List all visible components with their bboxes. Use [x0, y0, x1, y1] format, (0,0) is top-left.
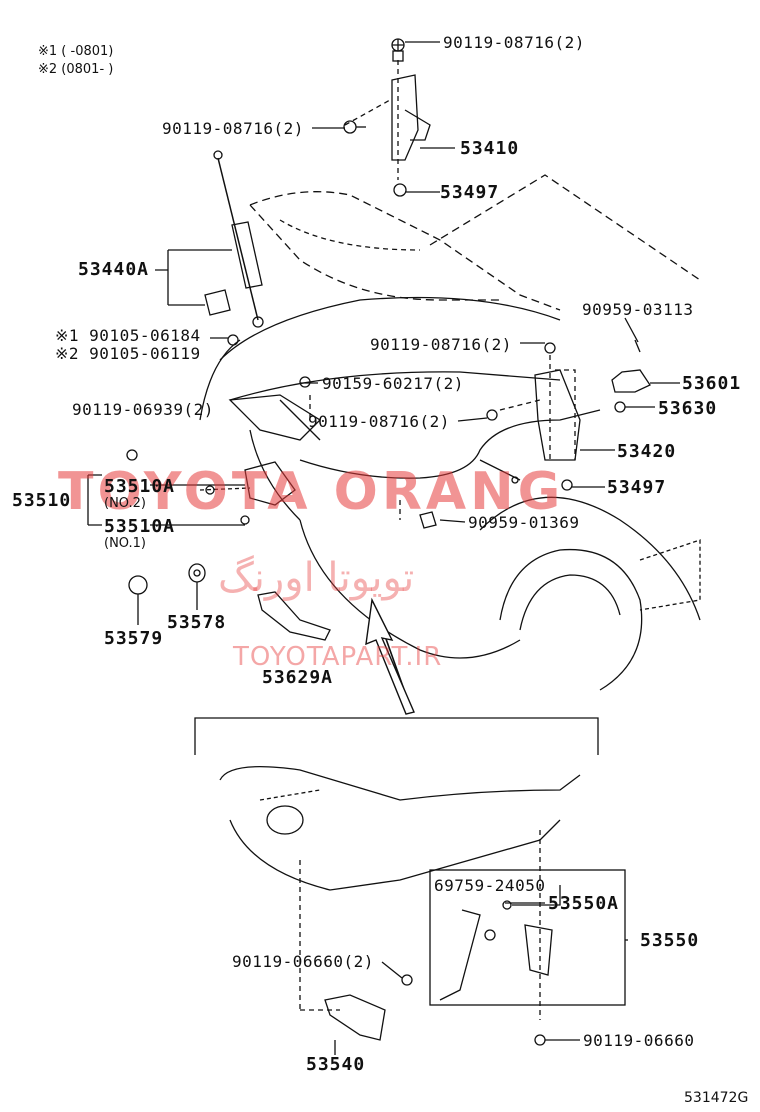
label-53578: 53578	[167, 612, 227, 633]
note-1: ※1 ( -0801)	[38, 44, 114, 59]
label-53497-right: 53497	[607, 477, 667, 498]
label-90105-06119: ※2 90105-06119	[55, 344, 201, 363]
label-69759-24050: 69759-24050	[434, 876, 546, 895]
label-90105-06184: ※1 90105-06184	[55, 326, 201, 345]
label-53630: 53630	[658, 398, 718, 419]
label-90119-06660-right: 90119-06660	[583, 1031, 695, 1050]
label-53601: 53601	[682, 373, 742, 394]
label-90959-03113: 90959-03113	[582, 300, 694, 319]
label-no2: (NO.2)	[104, 496, 146, 511]
label-53510a-no1: 53510A	[104, 516, 176, 537]
label-90119-08716-left: 90119-08716(2)	[162, 119, 304, 138]
label-90119-06939: 90119-06939(2)	[72, 400, 214, 419]
label-90119-08716-low: 90119-08716(2)	[308, 412, 450, 431]
label-90959-01369: 90959-01369	[468, 513, 580, 532]
label-no1: (NO.1)	[104, 536, 146, 551]
watermark-persian: تویوتا اورنگ	[218, 555, 415, 601]
label-53629a: 53629A	[262, 667, 334, 688]
watermark-brand: TOYOTA ORANG	[58, 462, 565, 522]
figure-reference: 531472G	[684, 1090, 749, 1106]
label-53497-top: 53497	[440, 182, 500, 203]
label-90119-08716-mid: 90119-08716(2)	[370, 335, 512, 354]
label-53440a: 53440A	[78, 259, 150, 280]
note-2: ※2 (0801- )	[38, 62, 114, 77]
watermark-site: TOYOTAPART.IR	[233, 642, 443, 672]
label-53420: 53420	[617, 441, 677, 462]
label-53579: 53579	[104, 628, 164, 649]
label-90119-08716-top: 90119-08716(2)	[443, 33, 585, 52]
label-90119-06660-left: 90119-06660(2)	[232, 952, 374, 971]
label-90159-60217: 90159-60217(2)	[322, 374, 464, 393]
label-53550a: 53550A	[548, 893, 620, 914]
label-53510: 53510	[12, 490, 72, 511]
label-53550: 53550	[640, 930, 700, 951]
label-53410: 53410	[460, 138, 520, 159]
label-53540: 53540	[306, 1054, 366, 1075]
label-53510a-no2: 53510A	[104, 476, 176, 497]
